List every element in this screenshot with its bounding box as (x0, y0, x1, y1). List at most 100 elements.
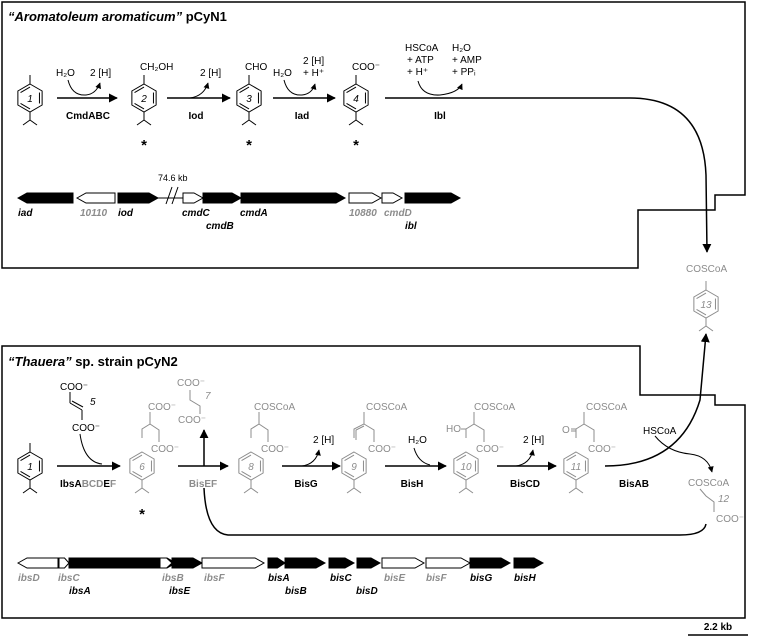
compound-10-chain (461, 412, 485, 442)
gene-label-bisA: bisA (268, 573, 290, 584)
biscd-out: 2 [H] (523, 435, 544, 446)
compound-8: 8 (238, 451, 264, 494)
gene-label-bisG: bisG (470, 573, 492, 584)
gene-bisE (381, 557, 426, 569)
compound-6: 6 (129, 451, 155, 494)
step-4-out-1: H₂O (452, 43, 471, 54)
compound-11-side-group: COO⁻ (588, 444, 616, 455)
compound-12-top-group: COSCoA (688, 478, 729, 489)
gene-10880 (348, 192, 383, 204)
step-4-in-3: + H⁺ (407, 67, 428, 78)
star-compound-2: * (141, 137, 147, 154)
compound-10: 10 (453, 451, 479, 494)
step-1-out: 2 [H] (90, 68, 111, 79)
gene-bisH (513, 557, 545, 569)
arrow-step-4-cofactors (417, 80, 463, 96)
svg-text:4: 4 (353, 94, 359, 105)
star-compound-4: * (353, 137, 359, 154)
arrow-regeneration (203, 487, 707, 536)
panel-top-title: “Aromatoleum aromaticum” pCyN1 (8, 9, 227, 24)
step-4-in-2: + ATP (407, 55, 434, 66)
enzyme-ibl: Ibl (434, 111, 446, 122)
compound-9: 9 (341, 451, 367, 494)
step-3-out-1: 2 [H] (303, 56, 324, 67)
compound-4: 4 (343, 75, 369, 126)
gene-label-10880: 10880 (349, 208, 377, 219)
gene-cmdD (381, 192, 404, 204)
arrow-bish-water (413, 447, 431, 466)
arrow-ibs-fumarate (79, 433, 103, 465)
break-mark-2 (171, 186, 179, 205)
arrow-step-3-cosubstrate (283, 79, 317, 96)
enzyme-bisef: BisEF (189, 479, 217, 490)
gene-iod (117, 192, 160, 204)
compound-6-chain (141, 412, 160, 442)
svg-text:2: 2 (140, 94, 147, 105)
gene-ibsF (201, 557, 266, 569)
gene-bisA (267, 557, 286, 569)
compound-9-chain (353, 412, 375, 442)
compound-8-chain (250, 412, 269, 442)
compound-11-chain (571, 412, 595, 442)
break-length-label: 74.6 kb (158, 173, 188, 183)
gene-10110 (75, 192, 116, 204)
step-3-out-2: + H⁺ (303, 68, 324, 79)
compound-7-side-group: COO⁻ (178, 415, 206, 426)
star-compound-6: * (139, 506, 145, 523)
compound-11-top-group: COSCoA (586, 402, 627, 413)
gene-bisB (284, 557, 327, 569)
compound-4-substituent: COO⁻ (352, 62, 380, 73)
gene-label-bisC: bisC (330, 573, 352, 584)
svg-text:10: 10 (460, 462, 472, 473)
compound-11: 11 (563, 451, 589, 494)
compound-7-chain (189, 390, 201, 414)
svg-text:1: 1 (27, 462, 33, 473)
gene-label-ibsD: ibsD (18, 573, 40, 584)
compound-12-number: 12 (718, 494, 730, 505)
gene-bisC (328, 557, 356, 569)
step-4-out-2: + AMP (452, 55, 482, 66)
gene-label-iod: iod (118, 208, 134, 219)
compound-12-bottom-group: COO⁻ (716, 514, 744, 525)
gene-iad (16, 192, 74, 204)
panel-frame-bottom (1, 345, 746, 619)
step-1-in: H₂O (56, 68, 75, 79)
compound-8-side-group: COO⁻ (261, 444, 289, 455)
gene-ibsC (58, 557, 70, 569)
enzyme-iad: Iad (295, 111, 309, 122)
gene-cmdB (202, 192, 243, 204)
gene-label-cmdB: cmdB (206, 221, 234, 232)
arrow-bisab-byproduct (654, 435, 714, 473)
gene-cmdA (240, 192, 347, 204)
compound-13-substituent: COSCoA (686, 264, 727, 275)
compound-6-top-group: COO⁻ (148, 402, 176, 413)
compound-6-side-group: COO⁻ (151, 444, 179, 455)
arrow-biscd-product (515, 449, 535, 467)
compound-5-fumarate (69, 392, 84, 420)
gene-label-ibsF: ibsF (204, 573, 225, 584)
compound-5-top-group: COO⁻ (60, 382, 88, 393)
bish-in: H₂O (408, 435, 427, 446)
gene-label-ibsA: ibsA (69, 586, 91, 597)
compound-2-substituent: CH₂OH (140, 62, 173, 73)
enzyme-bish: BisH (401, 479, 424, 490)
step-4-in-1: HSCoA (405, 43, 439, 54)
compound-9-top-group: COSCoA (366, 402, 407, 413)
gene-label-ibsC: ibsC (58, 573, 80, 584)
step-4-out-3: + PPᵢ (452, 67, 476, 78)
gene-ibsE (171, 557, 204, 569)
compound-5-number: 5 (90, 397, 96, 408)
compound-8-top-group: COSCoA (254, 402, 295, 413)
gene-label-bisH: bisH (514, 573, 536, 584)
compound-5-bottom-group: COO⁻ (72, 423, 100, 434)
gene-label-cmdC: cmdC (182, 208, 211, 219)
gene-bisD (356, 557, 382, 569)
gene-label-10110: 10110 (80, 208, 108, 219)
gene-label-cmdD: cmdD (384, 208, 412, 219)
svg-text:6: 6 (139, 462, 145, 473)
compound-13: 13 (693, 281, 719, 332)
break-mark-1 (165, 186, 173, 205)
gene-label-ibsE: ibsE (169, 586, 190, 597)
